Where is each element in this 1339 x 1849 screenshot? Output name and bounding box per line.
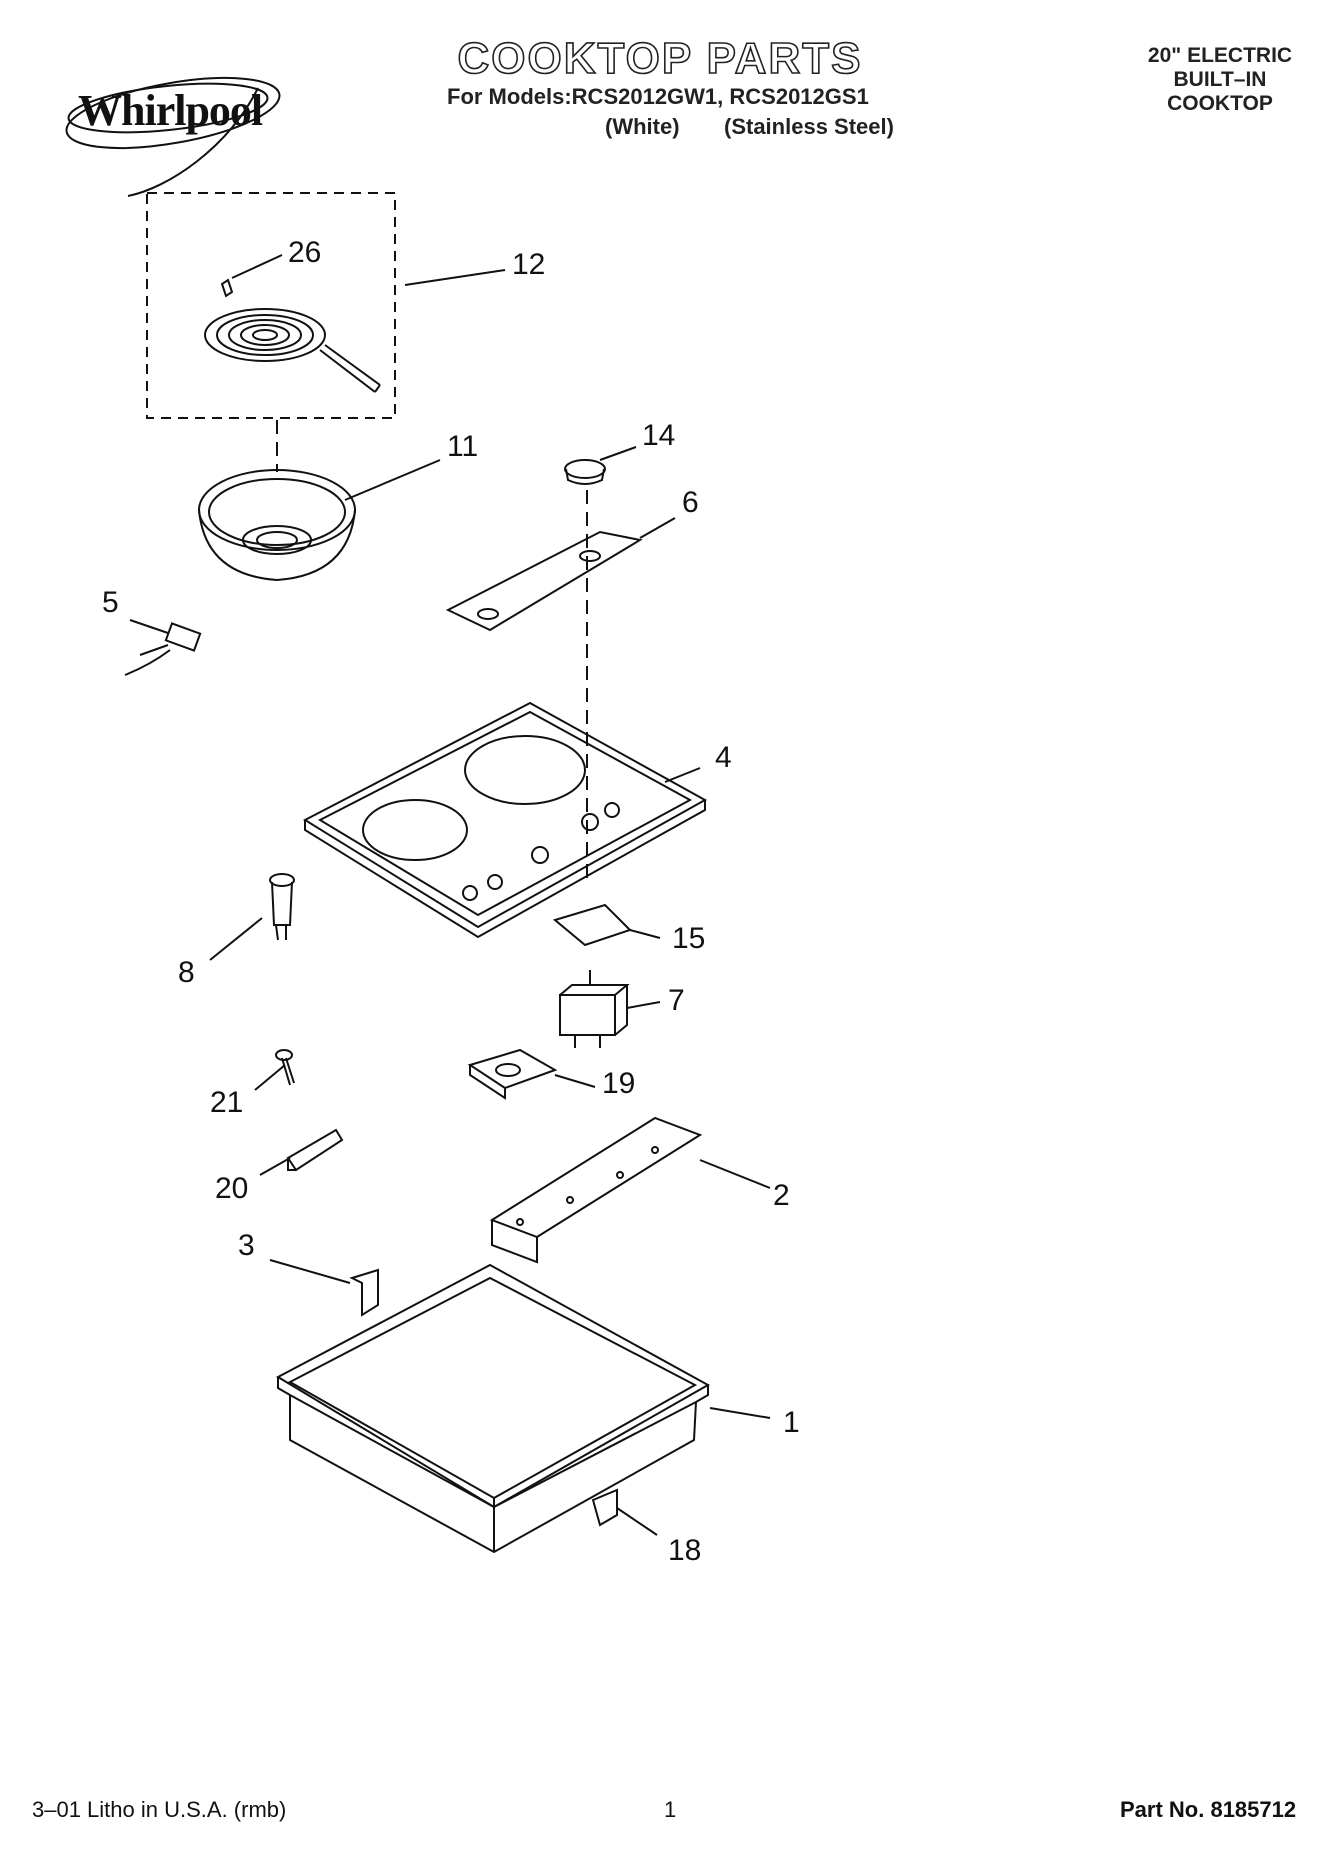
- whirlpool-logo: [65, 77, 281, 197]
- bracket-part-20: [286, 1128, 344, 1172]
- callout-11: 11: [447, 430, 478, 463]
- appliance-type-line-2: BUILT–IN: [1173, 68, 1267, 91]
- models-line: For Models:RCS2012GW1, RCS2012GS1: [447, 84, 869, 109]
- callout-12: 12: [512, 248, 545, 281]
- cooktop-main-top-part-4: [302, 701, 708, 939]
- callout-8: 8: [178, 956, 195, 989]
- callout-leaders: [129, 254, 771, 1536]
- appliance-type-line-1: 20" ELECTRIC: [1147, 44, 1293, 67]
- switch-bracket-part-19: [467, 1048, 558, 1100]
- callout-18: 18: [668, 1534, 701, 1567]
- brand-wordmark: Whirlpool: [78, 86, 263, 135]
- indicator-light-part-8: [269, 873, 295, 941]
- callout-7: 7: [668, 984, 685, 1017]
- callout-19: 19: [602, 1067, 635, 1100]
- callout-21: 21: [210, 1086, 243, 1119]
- appliance-type-line-3: COOKTOP: [1167, 92, 1273, 115]
- callout-3: 3: [238, 1229, 255, 1262]
- variant-white-label: (White): [605, 114, 680, 139]
- terminal-block-part-5: [124, 622, 202, 676]
- page-title: COOKTOP PARTS: [457, 33, 863, 84]
- switch-plate-part-2: [489, 1116, 703, 1264]
- insulator-part-15: [552, 903, 632, 947]
- page-number: 1: [664, 1797, 677, 1822]
- element-assembly-box: [146, 192, 396, 419]
- burner-box-part-1: [275, 1263, 711, 1554]
- callout-5: 5: [102, 586, 119, 619]
- drip-bowl-part-11: [198, 469, 356, 582]
- control-panel-part-6: [445, 530, 643, 632]
- clip-part-18: [591, 1488, 618, 1527]
- control-knob-part-14: [564, 459, 606, 485]
- callout-26: 26: [288, 236, 321, 269]
- bracket-part-3: [349, 1268, 379, 1317]
- callout-4: 4: [715, 741, 732, 774]
- surface-element-part-12: [204, 278, 381, 393]
- part-number: Part No. 8185712: [1120, 1797, 1297, 1822]
- litho-note: 3–01 Litho in U.S.A. (rmb): [32, 1797, 287, 1822]
- callout-1: 1: [783, 1406, 800, 1439]
- callout-6: 6: [682, 486, 699, 519]
- terminal-clip-part-26: [220, 278, 234, 298]
- callout-15: 15: [672, 922, 705, 955]
- variant-stainless-label: (Stainless Steel): [724, 114, 894, 139]
- infinite-switch-part-7: [559, 970, 630, 1048]
- callout-14: 14: [642, 419, 675, 452]
- screw-part-21: [275, 1049, 295, 1086]
- callout-20: 20: [215, 1172, 248, 1205]
- callout-2: 2: [773, 1179, 790, 1212]
- callout-labels: 26 12 11 14 6 5 4 8 15 7 21 19 20 2 3 1 …: [102, 236, 800, 1567]
